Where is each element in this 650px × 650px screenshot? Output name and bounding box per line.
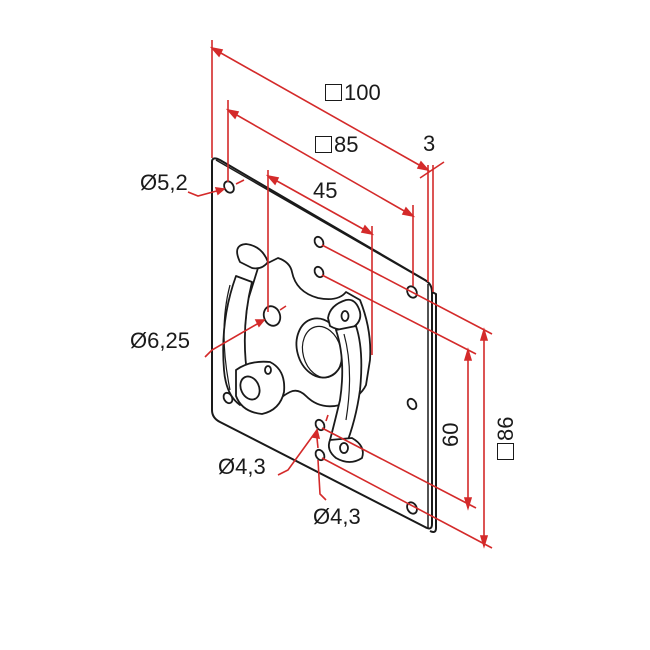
mounting-plate (211, 157, 437, 533)
plate-holes (222, 180, 418, 515)
dim-hole-square-value: 85 (334, 132, 359, 157)
dim-side-square: 86 (493, 416, 518, 460)
dim-hole-square: 85 (315, 134, 358, 156)
dim-small-hole-upper: Ø4,3 (218, 454, 266, 479)
dim-outer-square: 100 (325, 82, 381, 104)
dim-corner-hole: Ø5,2 (140, 170, 188, 195)
dim-hole-spacing-top: 45 (313, 178, 338, 203)
dim-side-square-value: 86 (493, 416, 518, 441)
square-symbol-icon (497, 443, 514, 460)
dim-small-hole-lower: Ø4,3 (313, 504, 361, 529)
dim-hole-spacing-right: 60 (438, 422, 463, 447)
square-symbol-icon (325, 84, 342, 101)
dim-thickness: 3 (423, 131, 436, 156)
bracket (222, 243, 372, 463)
dim-outer-square-value: 100 (344, 80, 381, 105)
dim-bracket-hole: Ø6,25 (130, 328, 190, 353)
square-symbol-icon (315, 136, 332, 153)
dimension-lines (187, 40, 493, 549)
